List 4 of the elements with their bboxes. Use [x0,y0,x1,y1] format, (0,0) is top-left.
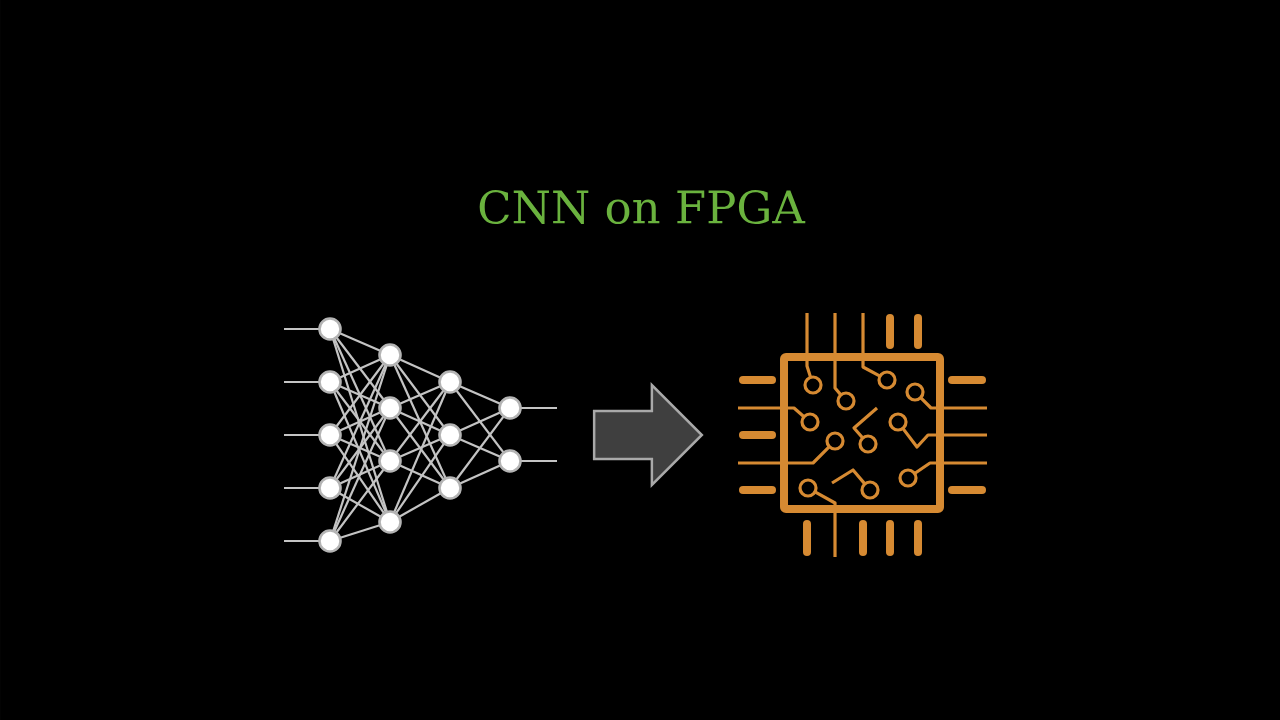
neural-network-drawing [284,317,557,553]
title: CNN on FPGA [479,190,806,224]
arrow [592,382,704,488]
microchip-drawing [738,313,987,557]
